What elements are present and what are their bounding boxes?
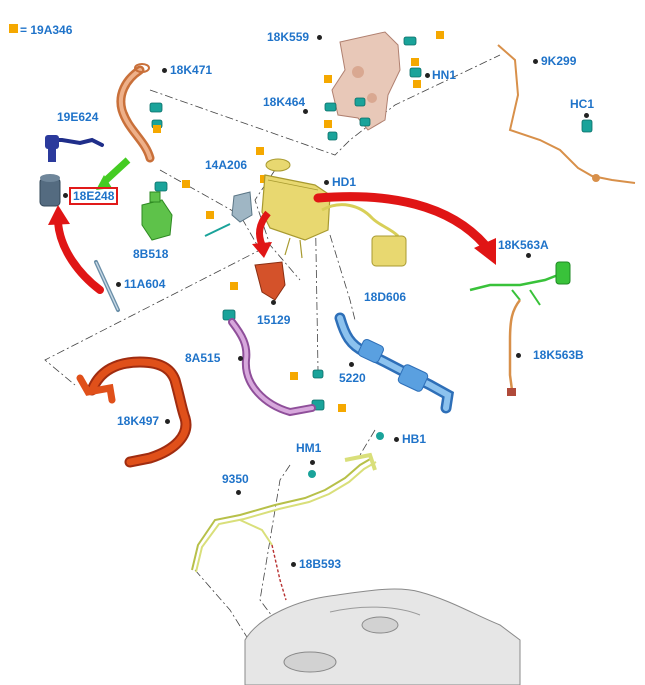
- leader-dot: [271, 300, 276, 305]
- label-19E624[interactable]: 19E624: [57, 110, 99, 124]
- leader-dot: [526, 253, 531, 258]
- red-arrow-left: [48, 205, 104, 294]
- label-18K464[interactable]: 18K464: [263, 95, 306, 109]
- leader-dot: [63, 193, 68, 198]
- leader-dot: [324, 180, 329, 185]
- filter-18E248[interactable]: [39, 174, 61, 207]
- sensor-19E624[interactable]: [45, 135, 104, 162]
- label-5220[interactable]: 5220: [339, 371, 366, 385]
- label-8B518[interactable]: 8B518: [133, 247, 169, 261]
- label-11A604[interactable]: 11A604: [124, 277, 166, 291]
- harness-18K563A[interactable]: [469, 261, 571, 306]
- leader-dot: [310, 460, 315, 465]
- leader-dot: [516, 353, 521, 358]
- hose-18K471[interactable]: [116, 63, 155, 163]
- leader-dot: [533, 59, 538, 64]
- label-HC1[interactable]: HC1: [570, 97, 595, 111]
- bracket-15129[interactable]: [254, 261, 286, 301]
- label-14A206[interactable]: 14A206: [205, 158, 248, 172]
- hose-18K497[interactable]: [76, 356, 192, 468]
- line-18B593[interactable]: [271, 544, 287, 601]
- bracket-18K559[interactable]: [331, 31, 401, 131]
- leader-dot: [291, 562, 296, 567]
- label-18K497[interactable]: 18K497: [117, 414, 160, 428]
- duct-5220[interactable]: [334, 312, 455, 414]
- label-18K471[interactable]: 18K471: [170, 63, 213, 77]
- label-HM1[interactable]: HM1: [296, 441, 322, 455]
- sensor-11A604[interactable]: [94, 260, 120, 312]
- tube-9350[interactable]: [191, 432, 384, 573]
- leader-dot: [425, 73, 430, 78]
- bracket-14A206[interactable]: [204, 191, 253, 237]
- red-arrow-down: [252, 210, 272, 258]
- leader-dot: [317, 35, 322, 40]
- pump-8B518[interactable]: [141, 191, 173, 241]
- label-8A515[interactable]: 8A515: [185, 351, 221, 365]
- leader-dot: [162, 68, 167, 73]
- label-HN1[interactable]: HN1: [432, 68, 457, 82]
- label-HB1[interactable]: HB1: [402, 432, 427, 446]
- highlight-arrow-green: [96, 157, 131, 190]
- hose-8A515[interactable]: [228, 318, 316, 417]
- label-15129[interactable]: 15129: [257, 313, 291, 327]
- label-18E248-highlighted[interactable]: 18E248: [69, 187, 119, 205]
- fastener-markers: [153, 31, 444, 412]
- label-HD1[interactable]: HD1: [332, 175, 357, 189]
- label-18K559[interactable]: 18K559: [267, 30, 310, 44]
- label-9350[interactable]: 9350: [222, 472, 249, 486]
- label-18B593[interactable]: 18B593: [299, 557, 342, 571]
- label-18K563B[interactable]: 18K563B: [533, 348, 584, 362]
- legend-label: = 19A346: [20, 23, 73, 37]
- leader-dot: [116, 282, 121, 287]
- leader-dot: [165, 419, 170, 424]
- leader-dot: [394, 437, 399, 442]
- wire-18K563B[interactable]: [507, 299, 521, 396]
- fuel-tank[interactable]: [244, 588, 521, 685]
- harness-18D606[interactable]: [321, 203, 407, 267]
- leader-dot: [349, 362, 354, 367]
- line-9K299[interactable]: [497, 44, 636, 184]
- leader-dot: [584, 113, 589, 118]
- label-18D606[interactable]: 18D606: [364, 290, 407, 304]
- leader-dot: [303, 109, 308, 114]
- leader-dot: [238, 356, 243, 361]
- red-arrow-right: [313, 192, 496, 265]
- guide-lines: [44, 54, 501, 651]
- label-18K563A[interactable]: 18K563A: [498, 238, 549, 252]
- leader-dot: [236, 490, 241, 495]
- legend-swatch: [9, 24, 18, 33]
- label-9K299[interactable]: 9K299: [541, 54, 577, 68]
